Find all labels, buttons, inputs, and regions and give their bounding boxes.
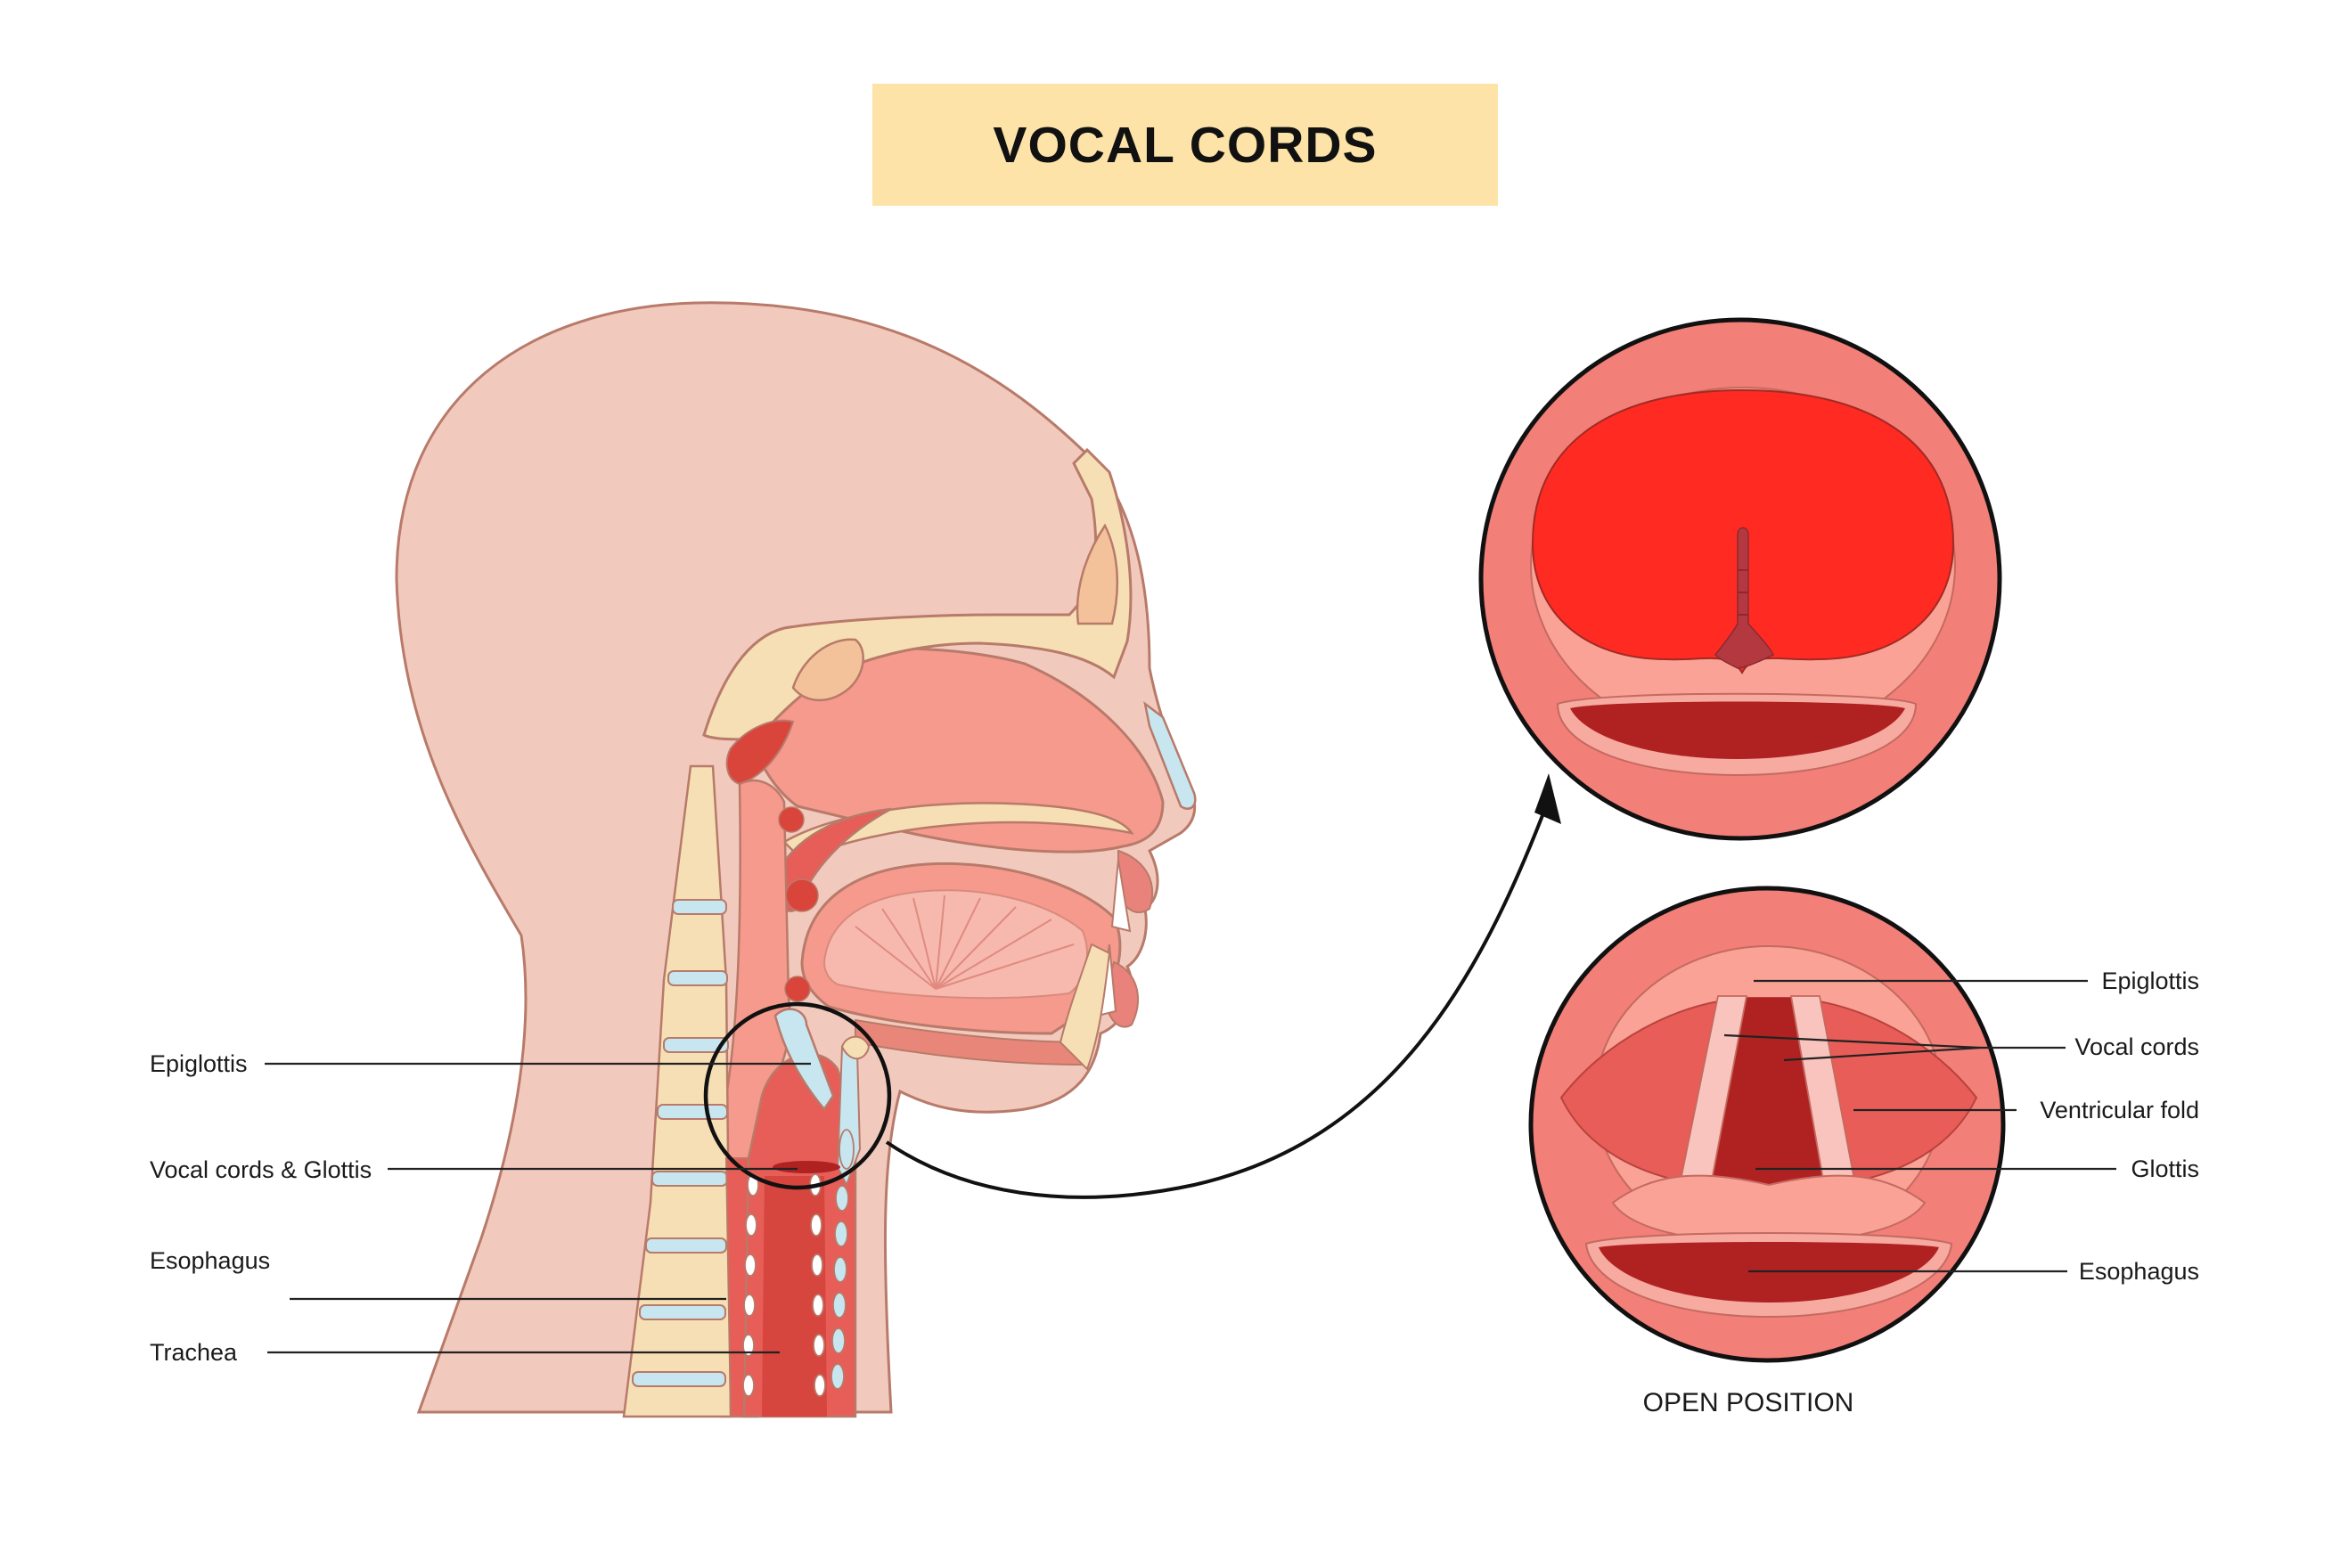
closed-position-view [1478,317,2002,841]
tracheal-rings [742,1173,826,1397]
label-vocal-cords-glottis: Vocal cords & Glottis [150,1156,372,1183]
larynx-rings [830,1129,855,1390]
head-illustration [395,301,1197,1418]
zoom-circle [703,1001,892,1190]
adenoid [725,719,795,786]
tonsils [778,806,819,1002]
trachea-lumen [762,1176,827,1417]
title-banner: VOCAL CORDS [872,84,1498,206]
sphenoid-sinus [791,638,864,702]
label-vocal-cords-right: Vocal cords [2074,1033,2199,1060]
page-title: VOCAL CORDS [993,116,1378,174]
vocal-cords-side [773,1161,840,1173]
open-position-view [1528,886,2006,1363]
label-esophagus-left: Esophagus [150,1247,270,1274]
epiglottis-shape [773,1008,835,1112]
jaw-bone [1059,943,1111,1071]
label-epiglottis-left: Epiglottis [150,1050,248,1077]
spine-column [622,764,732,1418]
tongue-muscle-fibers [855,894,1075,990]
label-trachea: Trachea [150,1339,238,1366]
right-labels: Epiglottis Vocal cords Ventricular fold … [1723,968,2199,1285]
label-esophagus-right: Esophagus [2079,1258,2199,1285]
label-glottis: Glottis [2131,1156,2199,1182]
zoom-arrow [885,773,1561,1199]
glottis-shape [1711,998,1827,1196]
label-ventricular-fold: Ventricular fold [2040,1097,2199,1123]
upper-tooth [1110,859,1132,933]
left-labels: Epiglottis Vocal cords & Glottis Esophag… [150,1050,811,1366]
nasal-cavity [738,647,1165,853]
label-epiglottis-right: Epiglottis [2101,968,2199,994]
hyoid-bone [840,1035,871,1060]
nasal-cartilage [1143,701,1197,810]
caption-open-position: OPEN POSITION [1643,1388,1854,1417]
frontal-sinus [1076,523,1119,625]
